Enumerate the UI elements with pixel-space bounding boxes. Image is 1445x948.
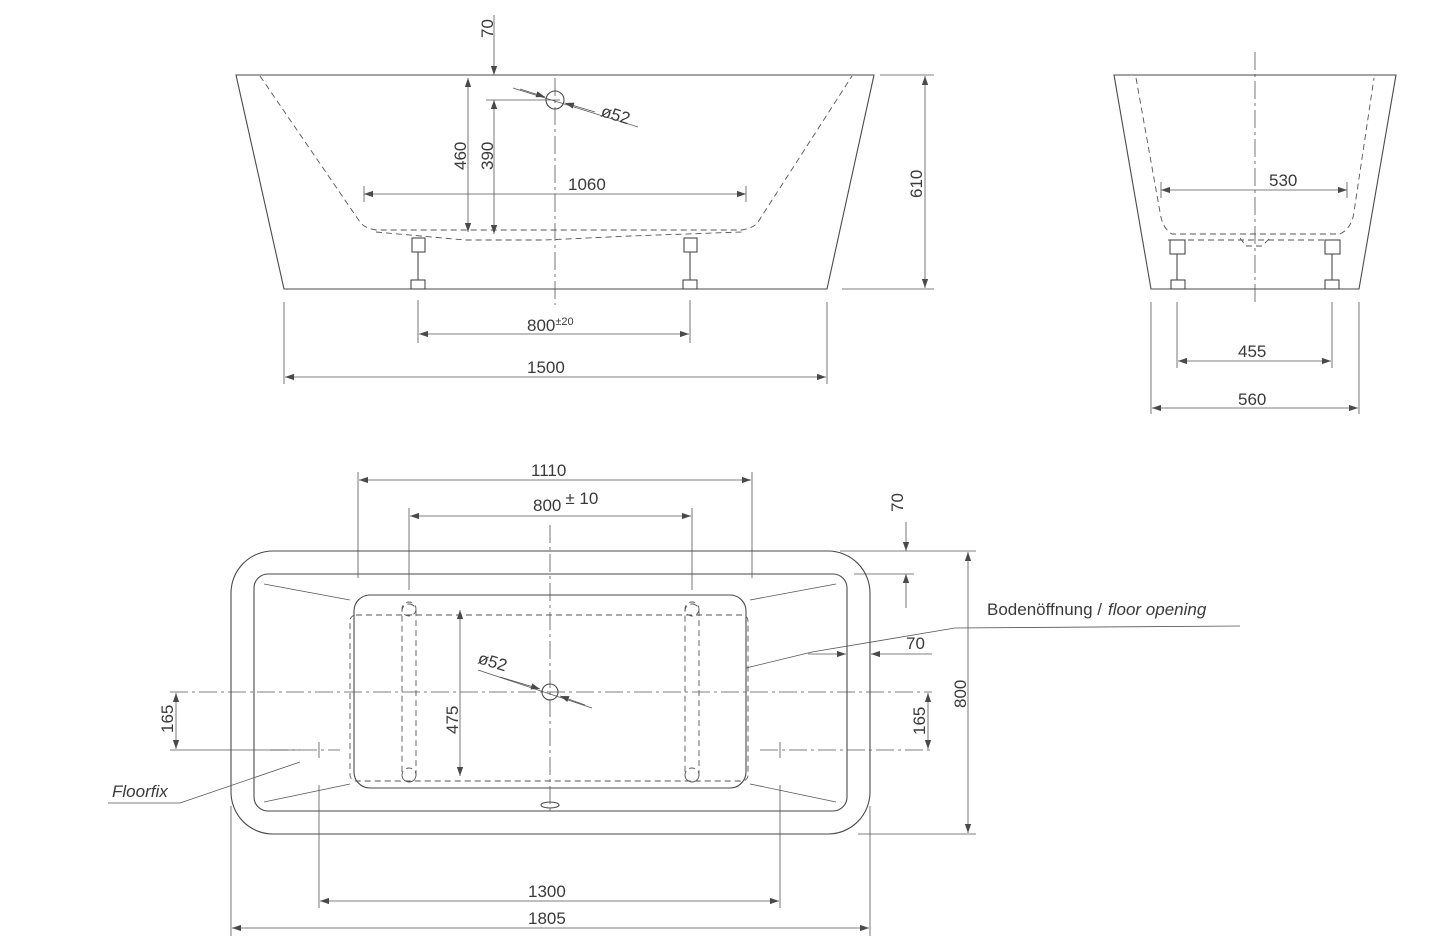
- plan-dim-1110: 1110: [531, 461, 566, 480]
- side-dim-waste: ø52: [599, 102, 633, 129]
- plan-dim-70-top: 70: [888, 493, 907, 512]
- side-view-inner-body: [259, 75, 853, 231]
- side-view-bottom-profile: [375, 231, 743, 241]
- plan-dim-800-tol: ± 10: [565, 489, 598, 508]
- side-dim-610: 610: [907, 170, 926, 198]
- side-dim-1500: 1500: [527, 358, 565, 377]
- floorfix-right: [760, 742, 930, 758]
- plan-outer-rim: [230, 550, 871, 835]
- plan-dim-1805: 1805: [528, 909, 566, 928]
- plan-leg-rail-left: [401, 603, 417, 783]
- end-leg-left: [1169, 239, 1186, 290]
- plan-leg-rail-right: [684, 603, 700, 783]
- end-view-inner-body: [1135, 77, 1375, 235]
- side-dim-800: 800±20: [527, 316, 574, 335]
- side-dim-1060: 1060: [568, 175, 606, 194]
- side-dim-460: 460: [451, 142, 470, 170]
- end-view: 530 455 560: [1113, 52, 1397, 414]
- plan-dim-800: 800± 10: [533, 489, 598, 515]
- side-view: ø52 70 460 390 1060 610 800±20 1500: [235, 15, 934, 384]
- side-view-shell: [235, 74, 875, 290]
- leg-left: [410, 237, 426, 290]
- side-dim-390: 390: [478, 142, 497, 170]
- plan-dim-waste: ø52: [476, 649, 510, 676]
- plan-inner-rim: [253, 573, 848, 812]
- end-dim-455: 455: [1238, 342, 1266, 361]
- end-leg-right: [1324, 239, 1341, 290]
- plan-floor-opening: [349, 614, 749, 782]
- plan-dim-800-value: 800: [533, 496, 561, 515]
- end-view-shell: [1113, 74, 1397, 290]
- side-dim-800-tol: ±20: [555, 316, 573, 328]
- floor-opening-label-de: Bodenöffnung /: [987, 600, 1102, 619]
- side-dim-800-value: 800: [527, 316, 555, 335]
- plan-view: ø52 1110 800± 10 70 Bodenöffnung /floor …: [108, 461, 1241, 936]
- plan-dim-70-right: 70: [906, 634, 925, 653]
- end-dim-560: 560: [1238, 390, 1266, 409]
- side-dim-70: 70: [478, 19, 497, 38]
- plan-dim-1300: 1300: [528, 882, 566, 901]
- plan-dim-165-left: 165: [158, 705, 177, 733]
- leg-right: [682, 237, 698, 290]
- plan-waste-circle: [541, 683, 559, 701]
- plan-dim-165-right: 165: [910, 707, 929, 735]
- plan-dim-800-depth: 800: [951, 680, 970, 708]
- end-dim-530: 530: [1269, 171, 1297, 190]
- plan-dim-475: 475: [443, 706, 462, 734]
- floorfix-label: Floorfix: [112, 782, 168, 801]
- floor-opening-label-en: floor opening: [1108, 600, 1207, 619]
- floor-opening-label: Bodenöffnung / floor opening: [987, 600, 1207, 619]
